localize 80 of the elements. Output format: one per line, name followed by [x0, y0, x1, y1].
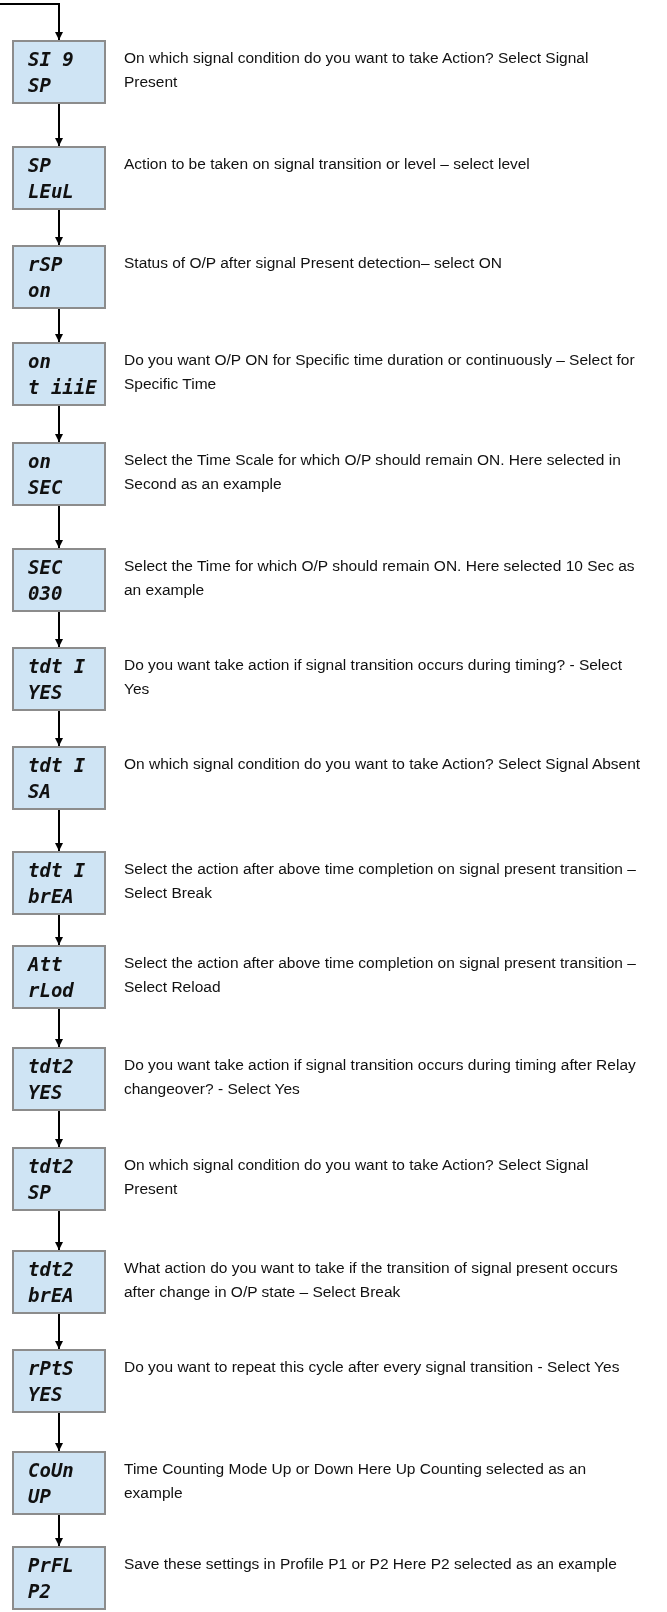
display-reading: CoUn — [28, 1458, 75, 1482]
step-description: Select the Time Scale for which O/P should remain ON. Here selected in Second as an example — [124, 450, 622, 494]
arrow — [55, 103, 63, 147]
display-reading: SP — [28, 73, 52, 97]
display-box — [12, 442, 106, 506]
display-reading: UP — [28, 1484, 52, 1508]
arrow — [55, 308, 63, 343]
display-box — [12, 1250, 106, 1314]
display-reading: tdt I — [28, 654, 87, 678]
arrow — [55, 809, 63, 852]
step-description: Select the action after above time completion on signal present transition – Select Break — [124, 859, 637, 903]
step-description: On which signal condition do you want to take Action? Select Signal Present — [124, 1155, 590, 1199]
display-reading: YES — [28, 1080, 64, 1104]
arrow — [55, 914, 63, 946]
display-reading: tdt2 — [28, 1054, 75, 1078]
display-box — [12, 851, 106, 915]
display-reading: Att — [28, 952, 64, 976]
arrow — [55, 710, 63, 747]
step-description: Select the action after above time completion on signal present transition – Select Reload — [124, 953, 637, 997]
display-box — [12, 146, 106, 210]
step-description: Select the Time for which O/P should remain ON. Here selected 10 Sec as an example — [124, 556, 636, 600]
step-description: On which signal condition do you want to take Action? Select Signal Absent — [124, 754, 642, 774]
arrow — [55, 1008, 63, 1048]
display-reading: tdt I — [28, 858, 87, 882]
arrow — [55, 1110, 63, 1148]
step-description: Action to be taken on signal transition or level – select level — [124, 154, 531, 174]
display-box — [12, 548, 106, 612]
display-reading: SA — [28, 779, 52, 803]
display-box — [12, 1147, 106, 1211]
display-reading: LEuL — [28, 179, 75, 203]
display-reading: rSP — [28, 252, 64, 276]
display-reading: brEA — [28, 884, 75, 908]
display-reading: rPtS — [28, 1356, 75, 1380]
display-reading: t iiiE — [28, 375, 98, 399]
display-reading: P2 — [28, 1579, 52, 1603]
display-reading: on — [28, 349, 52, 373]
display-reading: tdt I — [28, 753, 87, 777]
display-reading: SI 9 — [28, 47, 75, 71]
display-reading: on — [28, 278, 52, 302]
display-box — [12, 245, 106, 309]
arrow — [55, 405, 63, 443]
step-description: Time Counting Mode Up or Down Here Up Counting selected as an example — [124, 1459, 588, 1503]
display-box — [12, 342, 106, 406]
display-reading: 030 — [28, 581, 64, 605]
display-reading: SEC — [28, 555, 64, 579]
display-reading: brEA — [28, 1283, 75, 1307]
arrow — [55, 1514, 63, 1547]
arrow — [55, 1412, 63, 1452]
step-description: Save these settings in Profile P1 or P2 Here P2 selected as an example — [124, 1554, 618, 1574]
display-reading: YES — [28, 680, 64, 704]
display-reading: tdt2 — [28, 1154, 75, 1178]
display-reading: on — [28, 449, 52, 473]
display-box — [12, 1451, 106, 1515]
display-box — [12, 945, 106, 1009]
display-reading: SEC — [28, 475, 64, 499]
arrow — [55, 611, 63, 648]
arrow — [55, 1210, 63, 1251]
step-description: What action do you want to take if the transition of signal present occurs after change in O/P state – Select Break — [124, 1258, 619, 1302]
display-reading: rLod — [28, 978, 75, 1002]
arrow — [55, 505, 63, 549]
display-reading: SP — [28, 153, 52, 177]
display-reading: YES — [28, 1382, 64, 1406]
display-box — [12, 40, 106, 104]
display-box — [12, 1546, 106, 1610]
arrow — [0, 3, 63, 41]
step-description: Do you want take action if signal transition occurs during timing? - Select Yes — [124, 655, 623, 699]
step-description: Status of O/P after signal Present detection– select ON — [124, 253, 503, 273]
arrow — [55, 1313, 63, 1350]
display-box — [12, 1349, 106, 1413]
step-description: Do you want take action if signal transition occurs during timing after Relay changeover? - Select Yes — [124, 1055, 637, 1099]
display-box — [12, 647, 106, 711]
display-box — [12, 746, 106, 810]
step-description: Do you want to repeat this cycle after every signal transition - Select Yes — [124, 1357, 621, 1377]
arrow — [55, 209, 63, 246]
display-reading: SP — [28, 1180, 52, 1204]
display-reading: tdt2 — [28, 1257, 75, 1281]
display-reading: PrFL — [28, 1553, 75, 1577]
step-description: On which signal condition do you want to take Action? Select Signal Present — [124, 48, 590, 92]
display-box — [12, 1047, 106, 1111]
step-description: Do you want O/P ON for Specific time duration or continuously – Select for Specific Time — [124, 350, 636, 394]
